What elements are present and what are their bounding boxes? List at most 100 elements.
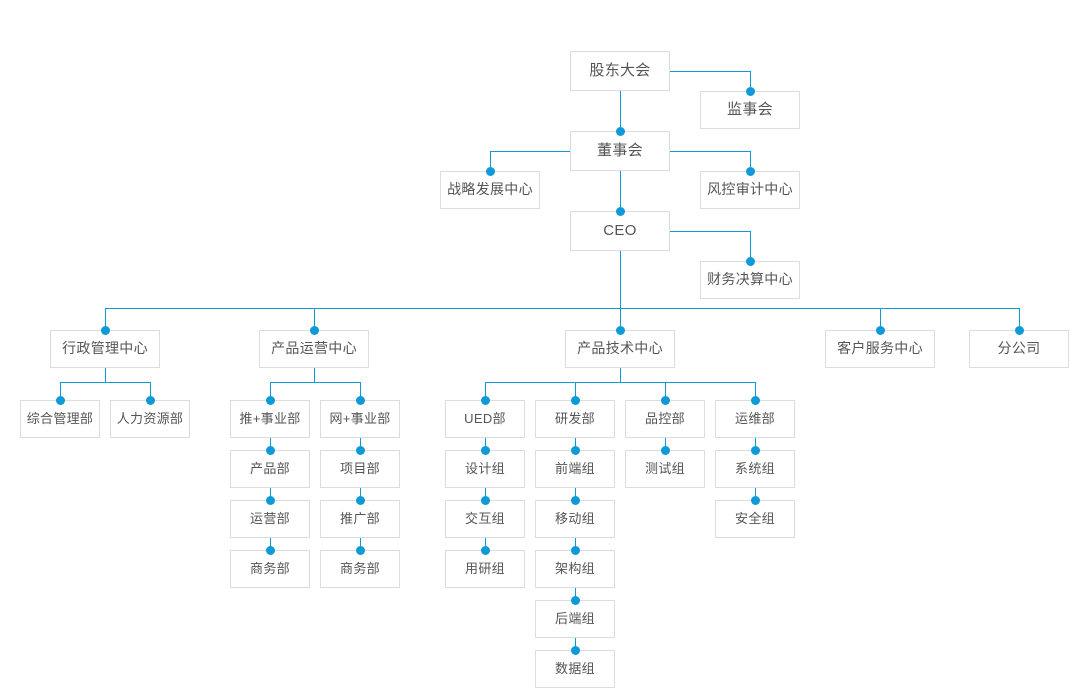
connector-ued-chain-1 (485, 438, 486, 450)
connector-main-bus (105, 308, 1019, 309)
node-design-group[interactable]: 设计组 (445, 450, 525, 488)
node-frontend-group[interactable]: 前端组 (535, 450, 615, 488)
connector-opstech-chain-1 (755, 438, 756, 450)
node-promo-dept[interactable]: 推广部 (320, 500, 400, 538)
node-label-board: 董事会 (597, 141, 643, 159)
connector-ptech-to-ued (485, 382, 486, 400)
connector-rd-chain-2 (575, 488, 576, 500)
connector-board-to-risk-h (670, 151, 750, 152)
connector-board-to-risk-v (750, 151, 751, 171)
dot-strategy (485, 166, 495, 176)
node-security-group[interactable]: 安全组 (715, 500, 795, 538)
connector-ptech-to-rd (575, 382, 576, 400)
node-label-wang-bu: 网+事业部 (329, 410, 391, 426)
node-system-group[interactable]: 系统组 (715, 450, 795, 488)
node-product-ops-center[interactable]: 产品运营中心 (259, 330, 369, 368)
connector-shareholders-to-supervisory-v (750, 71, 751, 91)
connector-bus-to-product-tech (620, 308, 621, 330)
connector-qa-chain-1 (665, 438, 666, 450)
node-backend-group[interactable]: 后端组 (535, 600, 615, 638)
node-label-product-tech-center: 产品技术中心 (577, 340, 663, 357)
node-ceo[interactable]: CEO (570, 211, 670, 251)
node-test-group[interactable]: 测试组 (625, 450, 705, 488)
connector-bus-to-branch (1019, 308, 1020, 330)
node-label-qa-dept: 品控部 (645, 410, 685, 426)
node-user-research-group[interactable]: 用研组 (445, 550, 525, 588)
node-branch-company[interactable]: 分公司 (969, 330, 1069, 368)
node-customer-center[interactable]: 客户服务中心 (825, 330, 935, 368)
node-architecture-group[interactable]: 架构组 (535, 550, 615, 588)
node-label-promo-dept: 推广部 (340, 510, 380, 526)
connector-admin-bar (60, 382, 150, 383)
node-supervisory[interactable]: 监事会 (700, 91, 800, 129)
node-board[interactable]: 董事会 (570, 131, 670, 171)
node-label-ops-dept: 运营部 (250, 510, 290, 526)
connector-pops-to-wang (360, 382, 361, 400)
connector-ceo-to-bus (620, 251, 621, 308)
connector-wang-chain-3 (360, 538, 361, 550)
connector-board-to-ceo (620, 171, 621, 211)
node-tui-bu[interactable]: 推+事业部 (230, 400, 310, 438)
connector-ued-chain-3 (485, 538, 486, 550)
node-ops-tech-dept[interactable]: 运维部 (715, 400, 795, 438)
node-data-group[interactable]: 数据组 (535, 650, 615, 688)
dot-promo (355, 495, 365, 505)
dot-user-research (480, 545, 490, 555)
node-label-ops-tech-dept: 运维部 (735, 410, 775, 426)
connector-bus-to-admin (105, 308, 106, 330)
node-hr-dept[interactable]: 人力资源部 (110, 400, 190, 438)
node-shareholders[interactable]: 股东大会 (570, 51, 670, 91)
dot-test (660, 445, 670, 455)
node-ops-dept[interactable]: 运营部 (230, 500, 310, 538)
dot-finance (745, 256, 755, 266)
node-interaction-group[interactable]: 交互组 (445, 500, 525, 538)
node-qa-dept[interactable]: 品控部 (625, 400, 705, 438)
dot-ceo (615, 206, 625, 216)
dot-tui (265, 395, 275, 405)
connector-admin-stem (105, 368, 106, 382)
dot-architecture (570, 545, 580, 555)
connector-rd-chain-5 (575, 638, 576, 650)
node-finance-center[interactable]: 财务决算中心 (700, 261, 800, 299)
node-label-tui-bu: 推+事业部 (239, 410, 301, 426)
connector-ued-chain-2 (485, 488, 486, 500)
node-general-admin-dept[interactable]: 综合管理部 (20, 400, 100, 438)
node-label-interaction-group: 交互组 (465, 510, 505, 526)
node-risk-audit-center[interactable]: 风控审计中心 (700, 171, 800, 209)
node-wang-bu[interactable]: 网+事业部 (320, 400, 400, 438)
node-label-ued-dept: UED部 (464, 410, 506, 426)
connector-admin-to-general (60, 382, 61, 400)
dot-backend (570, 595, 580, 605)
node-product-tech-center[interactable]: 产品技术中心 (565, 330, 675, 368)
node-strategy-center[interactable]: 战略发展中心 (440, 171, 540, 209)
dot-project (355, 445, 365, 455)
node-label-product-ops-center: 产品运营中心 (271, 340, 357, 357)
node-biz-dept-b[interactable]: 商务部 (320, 550, 400, 588)
node-admin-center[interactable]: 行政管理中心 (50, 330, 160, 368)
node-project-dept[interactable]: 项目部 (320, 450, 400, 488)
connector-bus-to-customer (880, 308, 881, 330)
node-label-project-dept: 项目部 (340, 460, 380, 476)
node-label-security-group: 安全组 (735, 510, 775, 526)
node-rd-dept[interactable]: 研发部 (535, 400, 615, 438)
node-label-architecture-group: 架构组 (555, 560, 595, 576)
dot-admin-center (100, 325, 110, 335)
node-label-risk-audit-center: 风控审计中心 (707, 181, 793, 198)
dot-ops-dept (265, 495, 275, 505)
node-ued-dept[interactable]: UED部 (445, 400, 525, 438)
connector-pops-to-tui (270, 382, 271, 400)
connector-tui-chain-2 (270, 488, 271, 500)
node-label-biz-dept-a: 商务部 (250, 560, 290, 576)
dot-ops-tech (750, 395, 760, 405)
connector-admin-to-hr (150, 382, 151, 400)
dot-product-ops-center (309, 325, 319, 335)
node-label-ceo: CEO (603, 221, 637, 239)
node-product-dept[interactable]: 产品部 (230, 450, 310, 488)
node-label-strategy-center: 战略发展中心 (447, 181, 533, 198)
node-biz-dept-a[interactable]: 商务部 (230, 550, 310, 588)
node-mobile-group[interactable]: 移动组 (535, 500, 615, 538)
connector-ceo-to-finance-h (670, 231, 750, 232)
node-label-shareholders: 股东大会 (589, 61, 651, 79)
connector-tui-chain-3 (270, 538, 271, 550)
connector-ptech-stem (620, 368, 621, 382)
